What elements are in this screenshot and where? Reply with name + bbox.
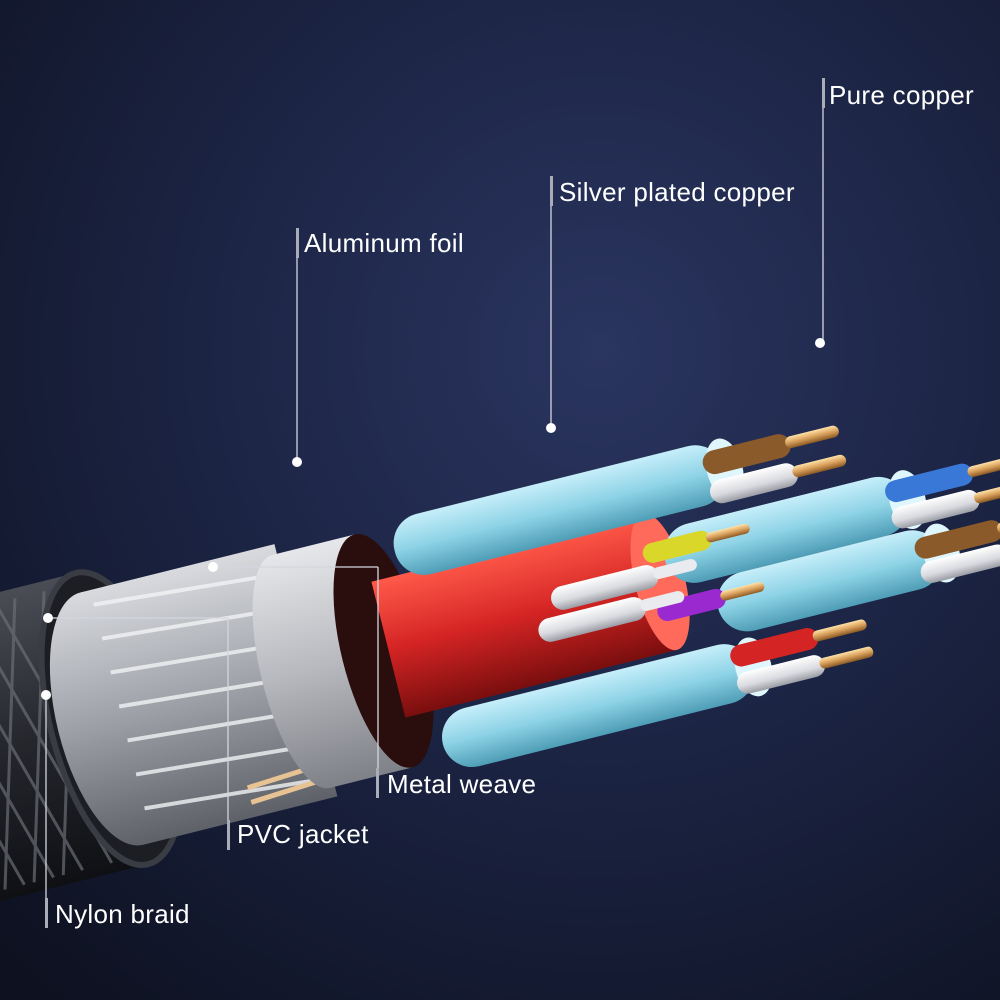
marker-dot [208,562,218,572]
marker-dot [815,338,825,348]
marker-dot [43,613,53,623]
marker-dot [292,457,302,467]
label-pvc-jacket: PVC jacket [237,819,369,849]
marker-dot [546,423,556,433]
callout-aluminum-foil: Aluminum foil [292,228,464,467]
silver-tips [640,558,697,611]
callout-pure-copper: Pure copper [815,78,974,348]
callout-metal-weave: Metal weave [208,562,536,799]
conductor-tips [705,425,1000,669]
label-silver-plated-copper: Silver plated copper [559,177,795,207]
colored-cores [538,434,1000,694]
label-pure-copper: Pure copper [829,80,974,110]
callout-silver-plated-copper: Silver plated copper [546,176,795,433]
callout-nylon-braid: Nylon braid [41,690,190,929]
marker-dot [41,690,51,700]
label-nylon-braid: Nylon braid [55,899,190,929]
label-aluminum-foil: Aluminum foil [304,228,464,258]
callout-pvc-jacket: PVC jacket [43,613,369,850]
label-metal-weave: Metal weave [387,769,536,799]
